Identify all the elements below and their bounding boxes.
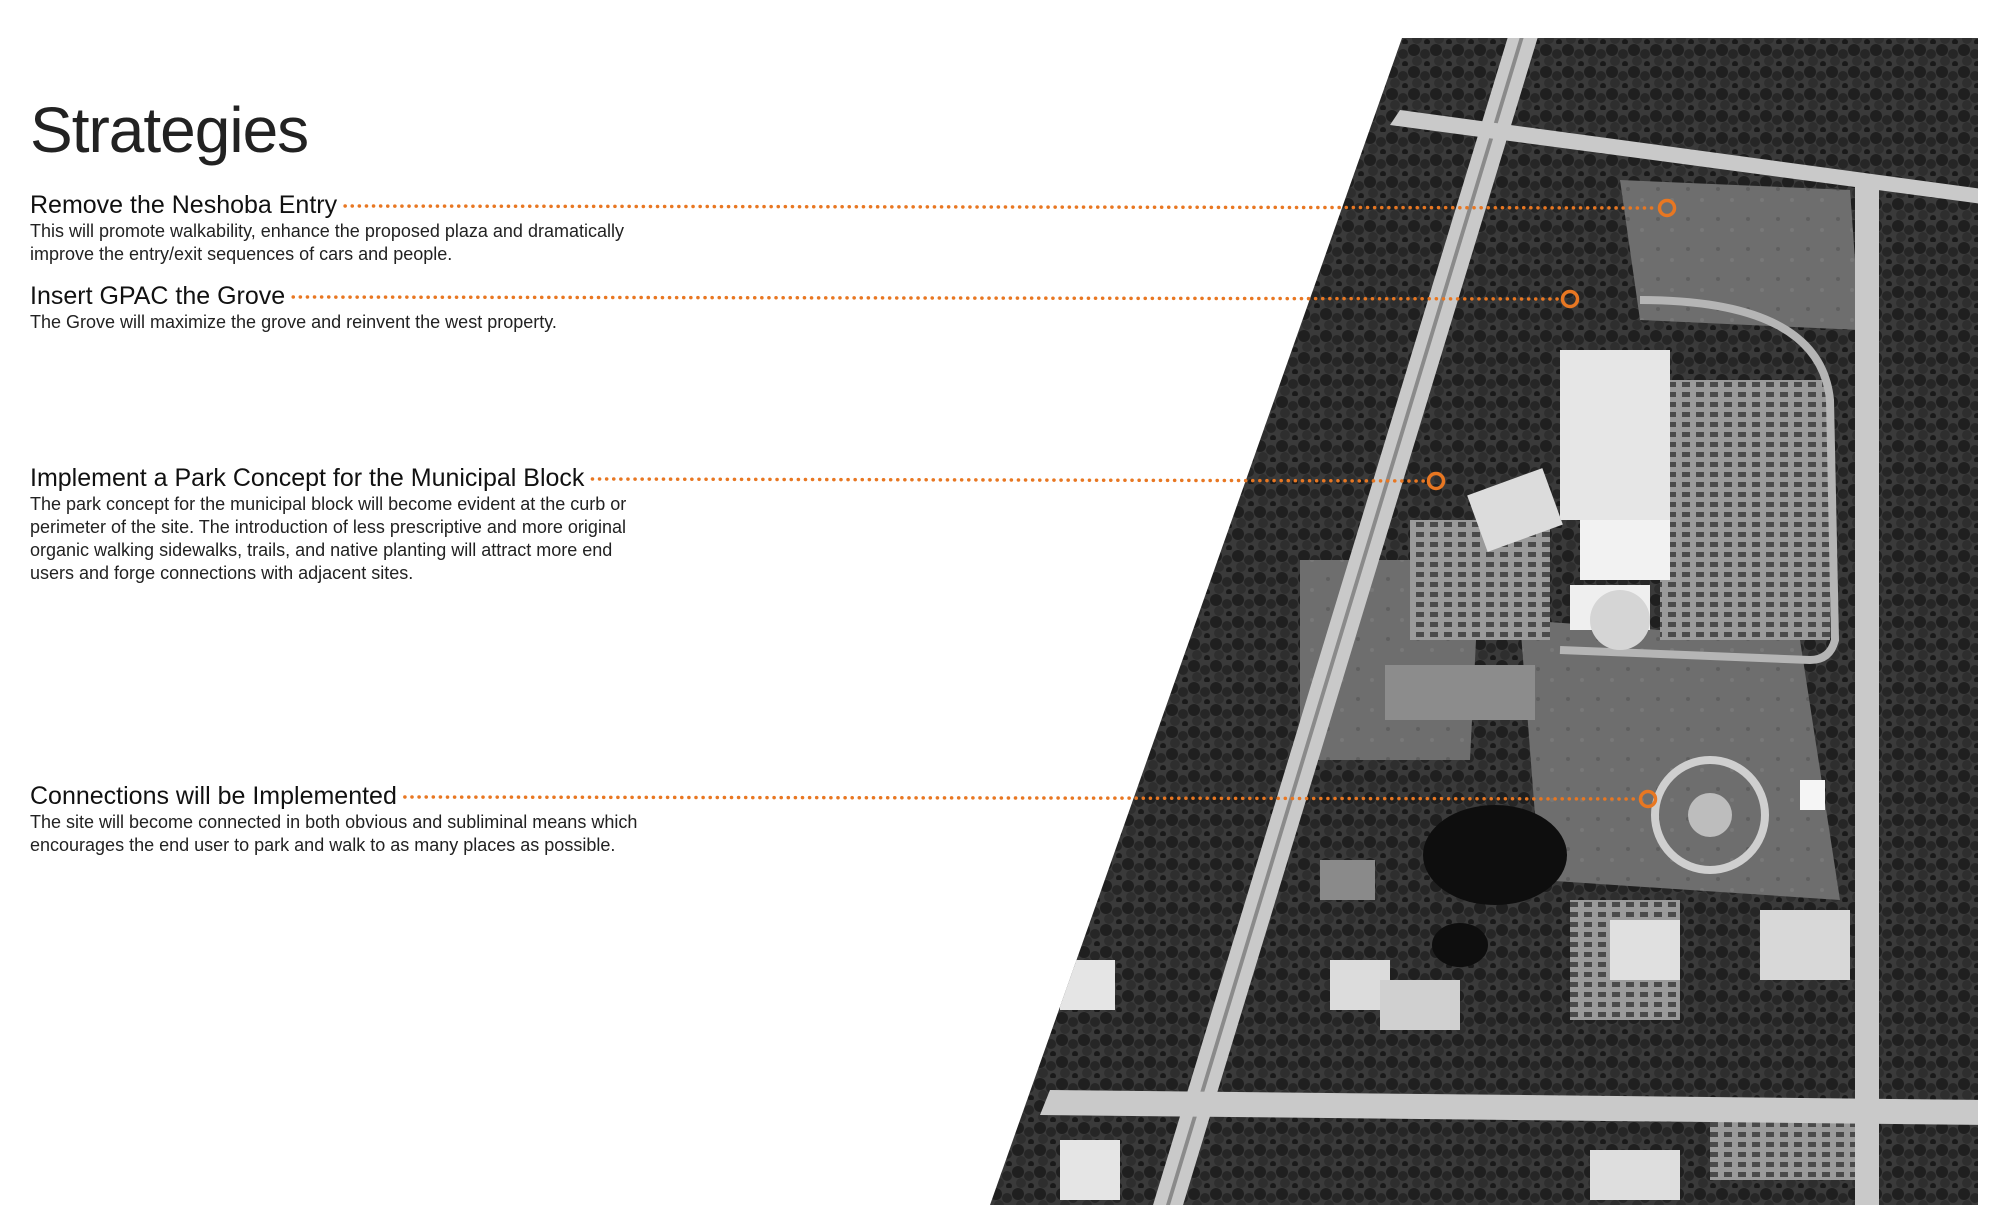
strategy-description: The site will become connected in both o… xyxy=(30,812,638,855)
strategy-heading: Connections will be Implemented xyxy=(30,781,403,811)
strategy-heading: Implement a Park Concept for the Municip… xyxy=(30,463,591,493)
page-title: Strategies xyxy=(30,94,309,166)
strategy-description: The park concept for the municipal block… xyxy=(30,494,627,583)
strategy-heading: Insert GPAC the Grove xyxy=(30,281,292,311)
strategy-connections: Connections will be Implemented The site… xyxy=(30,781,640,857)
strategy-insert-gpac-grove: Insert GPAC the Grove The Grove will max… xyxy=(30,281,640,334)
strategy-description: This will promote walkability, enhance t… xyxy=(30,221,624,264)
strategy-remove-neshoba-entry: Remove the Neshoba Entry This will promo… xyxy=(30,190,640,266)
strategy-park-concept: Implement a Park Concept for the Municip… xyxy=(30,463,640,585)
strategy-heading: Remove the Neshoba Entry xyxy=(30,190,344,220)
strategy-description: The Grove will maximize the grove and re… xyxy=(30,312,557,332)
